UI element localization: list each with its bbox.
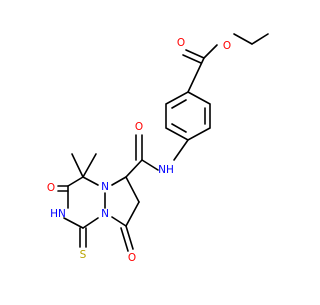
bond-ester-o-c <box>203 44 218 59</box>
bond-cs-n2 <box>82 217 99 229</box>
benzene-double-3 <box>171 123 187 133</box>
bond-ring-ch2 <box>125 176 140 203</box>
bond-nh-cs <box>63 217 84 229</box>
bond-ch-n1 <box>111 176 127 186</box>
atom-ring-o-left: O <box>47 182 55 194</box>
bond-ester-co-2 <box>182 54 202 64</box>
bond-ch2-co <box>125 201 140 227</box>
bond-me-2 <box>82 153 97 178</box>
atom-amide-nh: NH <box>158 164 174 176</box>
atom-ester-o-carbonyl: O <box>177 37 185 49</box>
atom-ring-nh: HN <box>50 208 66 220</box>
bond-cme2-co <box>67 176 84 187</box>
bond-ester-aryl <box>187 57 205 93</box>
atom-ester-o-ether: O <box>223 40 231 52</box>
bond-co-n2 <box>111 216 127 227</box>
benzene-ring <box>165 91 211 141</box>
benzene-double-1 <box>171 99 187 109</box>
atom-thione-s: S <box>80 249 87 261</box>
atom-ring-n2: N <box>101 208 109 220</box>
atom-ring-n1: N <box>101 181 109 193</box>
molecule-structure-canvas: O O O NH N N O HN O S <box>47 33 269 264</box>
atom-ring-o-right: O <box>128 252 136 264</box>
bond-ring-co-1 <box>125 225 134 250</box>
bond-nh-amide <box>141 159 159 171</box>
bond-ester-co-1 <box>185 49 205 59</box>
atom-amide-o: O <box>135 121 143 133</box>
bond-ethyl-ch2 <box>233 33 253 45</box>
bond-me-1 <box>71 153 84 178</box>
bond-amide-ring <box>125 159 143 178</box>
molecule-structure-diagram: O O O NH N N O HN O S <box>47 33 269 264</box>
bond-aryl-nh <box>173 139 189 161</box>
bond-ethyl-ch3 <box>251 33 269 45</box>
bond-ring-co-2 <box>120 227 129 252</box>
bond-n1-cme2 <box>82 176 99 186</box>
